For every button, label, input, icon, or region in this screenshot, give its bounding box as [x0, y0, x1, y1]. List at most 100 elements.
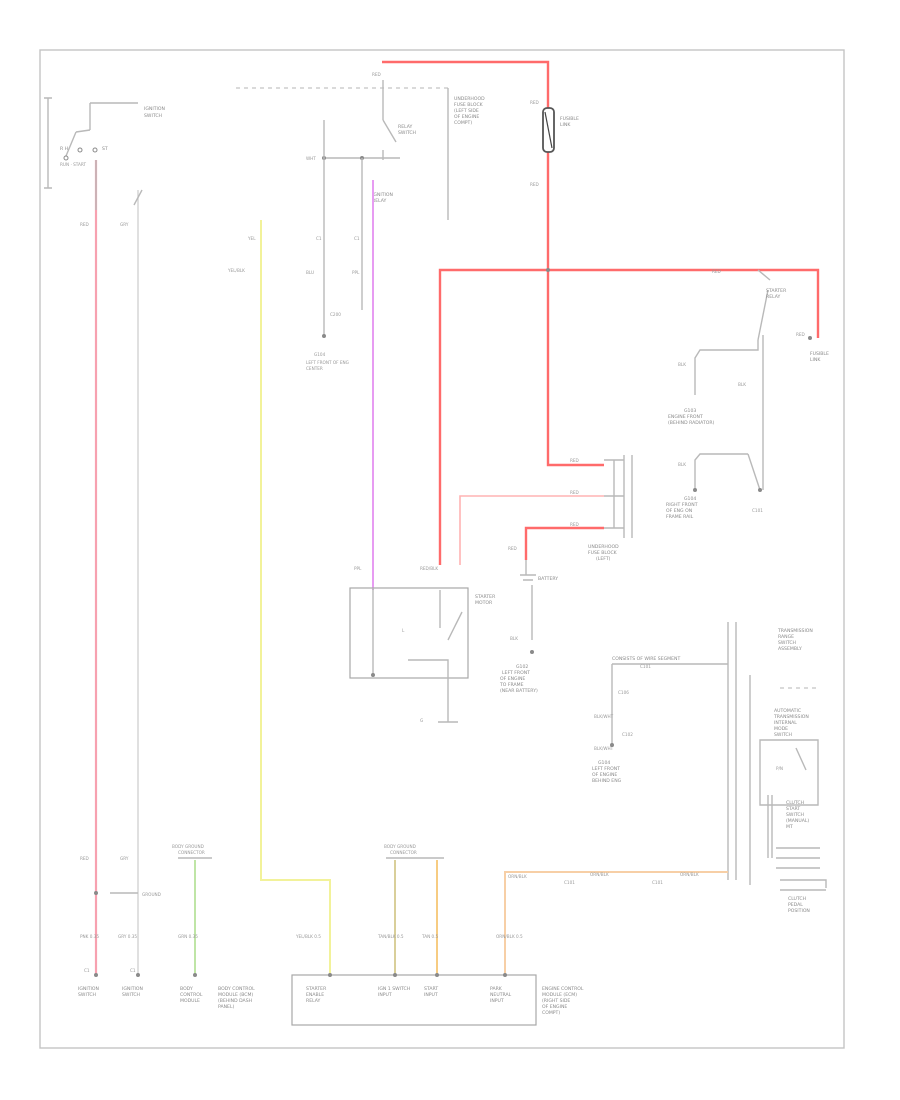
svg-text:PANEL): PANEL) [218, 1004, 235, 1010]
svg-text:TRANSMISSION: TRANSMISSION [773, 714, 809, 720]
svg-text:ENGINE CONTROL: ENGINE CONTROL [542, 986, 584, 992]
svg-text:MODULE (BCM): MODULE (BCM) [218, 992, 253, 998]
svg-text:P/N: P/N [776, 766, 783, 771]
green-circuit: BODY GROUND CONNECTOR GRN 0.35 [172, 844, 212, 975]
body-ground-connector: BODY GROUND CONNECTOR [384, 844, 444, 859]
svg-text:RED: RED [570, 458, 579, 463]
svg-text:G104: G104 [314, 352, 326, 357]
svg-text:BODY GROUND: BODY GROUND [384, 844, 416, 849]
svg-text:CONSISTS OF WIRE SEGMENT: CONSISTS OF WIRE SEGMENT [612, 656, 680, 662]
svg-text:INTERNAL: INTERNAL [774, 720, 797, 726]
svg-text:RELAY: RELAY [766, 294, 781, 300]
svg-text:(NEAR BATTERY): (NEAR BATTERY) [500, 688, 538, 694]
svg-text:BLK: BLK [510, 636, 518, 641]
svg-text:IGNITION: IGNITION [144, 106, 165, 112]
battery-cable-wire [524, 526, 604, 560]
svg-text:R H: R H [60, 146, 68, 152]
svg-text:C1: C1 [84, 968, 90, 973]
svg-text:ASSEMBLY: ASSEMBLY [778, 646, 802, 652]
svg-text:ORN/BLK 0.5: ORN/BLK 0.5 [496, 934, 523, 939]
svg-text:PEDAL: PEDAL [788, 902, 803, 908]
svg-text:SWITCH: SWITCH [122, 992, 140, 998]
svg-text:SWITCH: SWITCH [144, 113, 162, 119]
peach-wire [504, 871, 728, 975]
svg-text:STARTER: STARTER [475, 594, 496, 600]
svg-text:YEL: YEL [247, 236, 256, 241]
svg-text:FUSE BLOCK: FUSE BLOCK [588, 550, 618, 556]
svg-text:SWITCH: SWITCH [774, 732, 792, 738]
svg-text:RED/BLK: RED/BLK [420, 566, 438, 571]
svg-text:INPUT: INPUT [424, 992, 438, 998]
svg-text:INPUT: INPUT [378, 992, 392, 998]
svg-text:C101: C101 [752, 508, 763, 513]
svg-text:TAN/BLK 0.5: TAN/BLK 0.5 [377, 934, 404, 939]
svg-text:RIGHT FRONT: RIGHT FRONT [666, 502, 698, 508]
svg-text:RED: RED [80, 856, 89, 861]
svg-text:G104: G104 [684, 496, 696, 502]
svg-text:BLK/WHT: BLK/WHT [594, 746, 614, 751]
svg-text:CLUTCH: CLUTCH [788, 896, 806, 902]
svg-text:ENGINE FRONT: ENGINE FRONT [668, 414, 703, 420]
svg-text:LEFT FRONT: LEFT FRONT [592, 766, 620, 772]
svg-text:RELAY: RELAY [372, 198, 387, 204]
svg-text:CONNECTOR: CONNECTOR [390, 850, 417, 855]
svg-text:MODULE (ECM): MODULE (ECM) [542, 992, 577, 998]
svg-text:PNK 0.35: PNK 0.35 [80, 934, 99, 939]
svg-text:SWITCH: SWITCH [778, 640, 796, 646]
svg-text:PARK: PARK [490, 986, 503, 992]
fusible-link: FUSIBLE LINK RED RED [530, 100, 579, 187]
svg-text:L: L [402, 628, 405, 633]
svg-text:CENTER: CENTER [306, 366, 323, 371]
svg-text:BODY CONTROL: BODY CONTROL [218, 986, 255, 992]
svg-text:GRY: GRY [120, 222, 129, 227]
svg-text:(RIGHT SIDE: (RIGHT SIDE [542, 998, 570, 1004]
svg-text:(LEFT SIDE: (LEFT SIDE [454, 108, 479, 114]
starter-relay: STARTER RELAY RED FUSIBLE LINK BLK BLK G… [666, 269, 829, 520]
red-branch-wire [438, 268, 820, 565]
svg-text:IGNITION: IGNITION [78, 986, 99, 992]
svg-text:(LEFT): (LEFT) [596, 556, 611, 562]
svg-text:FRAME RAIL: FRAME RAIL [666, 514, 694, 520]
svg-text:C1: C1 [130, 968, 136, 973]
svg-text:PPL: PPL [352, 270, 360, 275]
svg-text:CLUTCH: CLUTCH [786, 800, 804, 806]
svg-text:RELAY: RELAY [398, 124, 413, 130]
svg-text:IGNITION: IGNITION [122, 986, 143, 992]
svg-text:BLU: BLU [306, 270, 314, 275]
svg-text:WHT: WHT [306, 156, 316, 161]
svg-text:TAN 0.5: TAN 0.5 [421, 934, 439, 939]
svg-text:C1: C1 [354, 236, 360, 241]
svg-text:RUN · START: RUN · START [60, 162, 86, 167]
svg-text:C101: C101 [652, 880, 663, 885]
svg-text:C106: C106 [618, 690, 629, 695]
underhood-connector: RED RED RED UNDERHOOD FUSE BLOCK (LEFT) [570, 455, 633, 562]
svg-text:RED: RED [796, 332, 805, 337]
svg-text:NEUTRAL: NEUTRAL [490, 992, 512, 998]
svg-text:STARTER: STARTER [306, 986, 327, 992]
svg-text:C101: C101 [640, 664, 651, 669]
svg-text:RED: RED [570, 522, 579, 527]
svg-text:POSITION: POSITION [788, 908, 810, 914]
svg-text:(BEHIND DASH: (BEHIND DASH [218, 998, 252, 1004]
svg-text:CONNECTOR: CONNECTOR [178, 850, 205, 855]
svg-text:BEHIND ENG: BEHIND ENG [592, 778, 622, 784]
svg-text:GROUND: GROUND [142, 892, 161, 897]
svg-text:RED: RED [570, 490, 579, 495]
diagram-frame [39, 49, 845, 1049]
bottom-connectors: C1 IGNITION SWITCH C1 IGNITION SWITCH BO… [78, 968, 584, 1026]
svg-text:START: START [424, 986, 438, 992]
svg-text:G104: G104 [598, 760, 610, 766]
svg-text:ENABLE: ENABLE [306, 992, 324, 998]
svg-text:BLK: BLK [678, 462, 686, 467]
svg-text:G103: G103 [684, 408, 696, 414]
svg-text:RANGE: RANGE [778, 634, 794, 640]
svg-text:G: G [420, 718, 423, 723]
svg-text:(BEHIND RADIATOR): (BEHIND RADIATOR) [668, 420, 715, 426]
svg-text:ORN/BLK: ORN/BLK [508, 874, 527, 879]
svg-text:(MANUAL): (MANUAL) [786, 818, 809, 824]
svg-text:IGN 1 SWITCH: IGN 1 SWITCH [378, 986, 410, 992]
svg-text:YEL/BLK: YEL/BLK [227, 268, 245, 273]
svg-text:BLK: BLK [678, 362, 686, 367]
svg-text:RED: RED [372, 72, 381, 77]
svg-text:INPUT: INPUT [490, 998, 504, 1004]
